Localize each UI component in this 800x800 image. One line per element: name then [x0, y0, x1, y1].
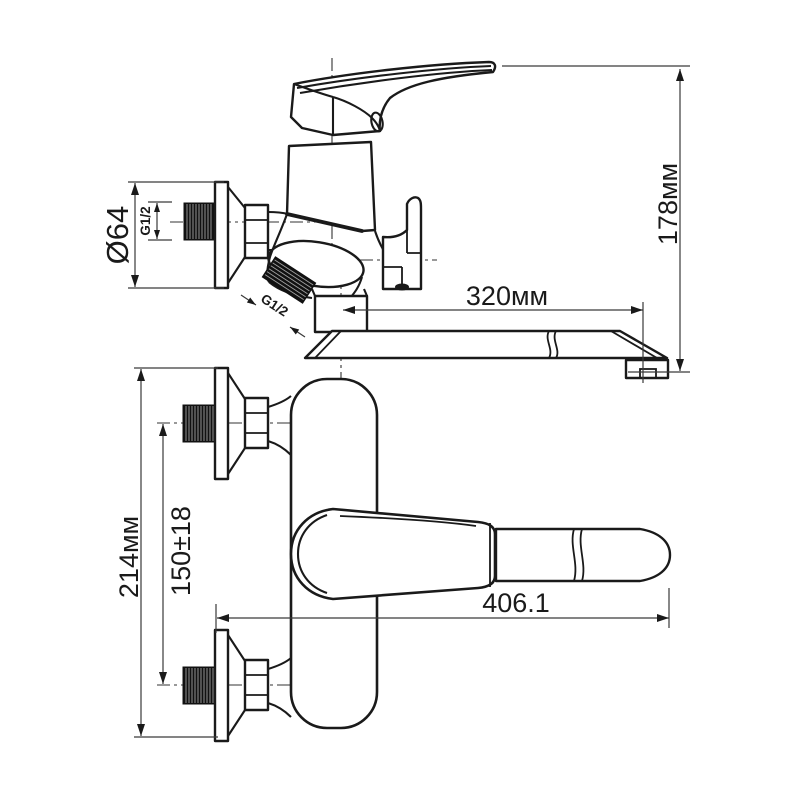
dim-shower-thread: G1/2: [258, 291, 291, 320]
dim-height: 178мм: [653, 163, 683, 245]
wall-connector-lower: [182, 628, 292, 743]
inlet-thread-pipe: [183, 202, 216, 241]
bracket-outline: [381, 196, 423, 291]
bracket-port: [395, 283, 409, 291]
hex-facets-lower: [245, 674, 268, 696]
tube-break-lines: [571, 528, 585, 582]
link-lower: [267, 657, 292, 718]
wall-flange: [213, 180, 230, 290]
link-upper: [267, 395, 292, 456]
wall-flange-upper: [213, 366, 230, 481]
dim-overall-reach-group: 406.1: [215, 588, 670, 633]
aerator-insert: [639, 368, 657, 379]
handle-pivot-detail: [370, 111, 384, 133]
handle-side: [289, 60, 497, 137]
wall-bracket: [381, 196, 423, 291]
handle-knob-face: [293, 83, 335, 135]
wall-flange-lower: [213, 628, 230, 743]
wall-connector-upper: [182, 366, 292, 481]
inlet-thread-pipe-lower: [182, 666, 216, 705]
spout-arm: [303, 329, 669, 360]
cap-bottom-edge: [285, 212, 364, 233]
spout-tip-edges: [314, 330, 658, 359]
dim-overall-reach: 406.1: [482, 588, 550, 618]
dim-height-group: 178мм: [502, 65, 690, 373]
dim-inlet-thread: G1/2: [138, 206, 153, 235]
cartridge-cap: [285, 140, 377, 233]
dim-flange-diameter-group: Ø64: [100, 181, 224, 289]
flange-cone: [227, 186, 246, 284]
hex-nut: [243, 203, 270, 260]
dim-spout-reach-group: 320мм: [343, 281, 644, 383]
hex-nut-lower: [243, 658, 270, 712]
hex-nut-upper: [243, 396, 270, 450]
spout-tube: [494, 527, 672, 583]
hex-facets-upper: [245, 412, 268, 434]
dim-overall-height: 214мм: [114, 516, 144, 598]
dim-inlet-spacing-group: 150±18: [159, 424, 196, 684]
side-view: Ø64 G1/2 G1/2 320мм 178мм: [100, 58, 690, 390]
bracket-details: [383, 230, 421, 289]
inlet-thread-pipe-upper: [182, 404, 216, 443]
shower-outlet: [261, 256, 317, 304]
spout-plan: [289, 507, 672, 601]
lever-ridge-2: [299, 68, 493, 95]
dim-flange-diameter: Ø64: [100, 206, 135, 265]
joint-inner-arc: [296, 514, 328, 594]
dim-inlet-thread-group: G1/2: [138, 201, 172, 241]
taper-details: [339, 515, 491, 587]
plan-view: 214мм 150±18 406.1: [114, 366, 672, 743]
spout-elbow: [313, 294, 369, 334]
spout-break-lines: [546, 330, 559, 359]
handle-lever: [289, 60, 497, 137]
flange-cone-lower: [227, 634, 246, 737]
dim-spout-reach: 320мм: [466, 281, 548, 311]
spout-joint-taper: [289, 507, 497, 601]
hex-nut-facets: [245, 219, 268, 244]
flange-cone-upper: [227, 372, 246, 475]
dim-inlet-spacing: 150±18: [166, 506, 196, 596]
lever-ridge-1: [296, 64, 492, 90]
dim-overall-height-group: 214мм: [114, 367, 218, 738]
shower-thread: [261, 256, 317, 304]
spout-side: [303, 288, 670, 380]
